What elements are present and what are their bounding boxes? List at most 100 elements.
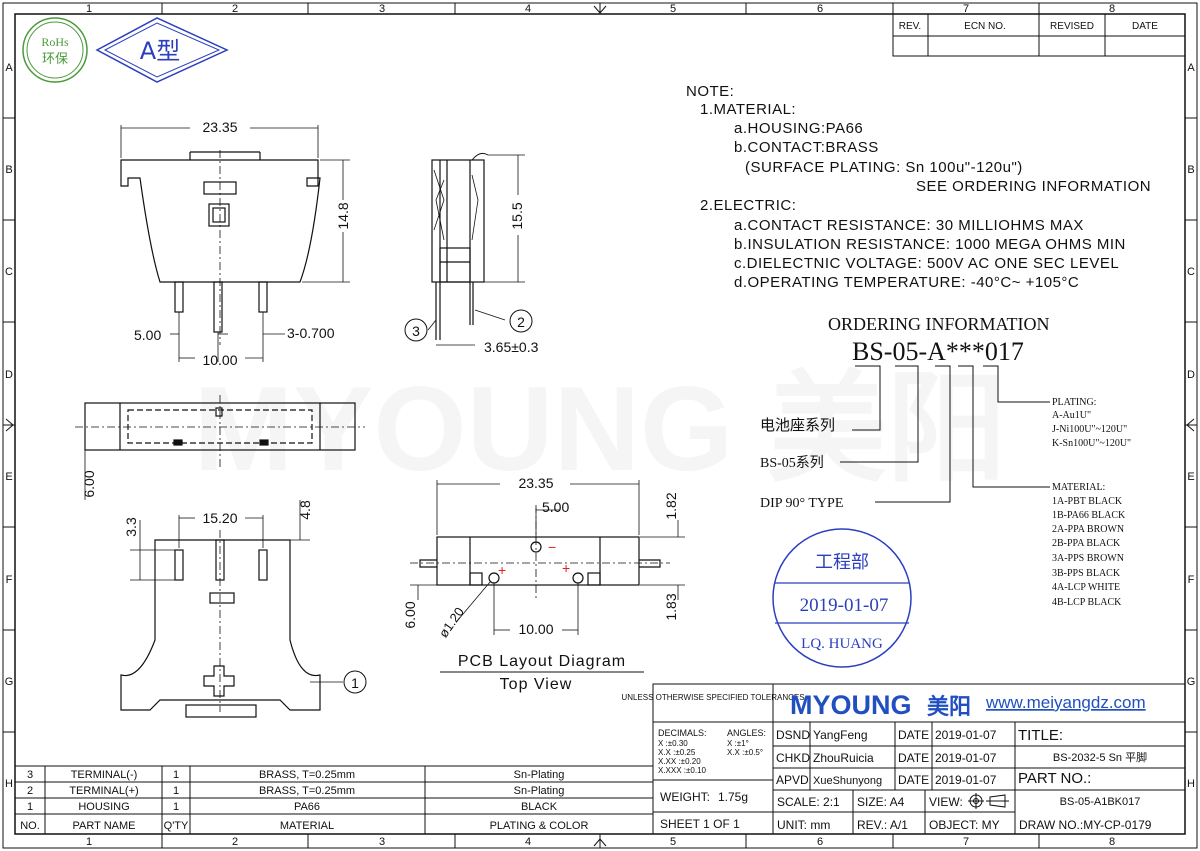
part-no-label: PART NO.: xyxy=(1018,770,1091,787)
plating-option: J-Ni100U"~120U" xyxy=(1052,424,1127,435)
note-line: a.CONTACT RESISTANCE: 30 MILLIOHMS MAX xyxy=(734,217,1084,234)
dim-pcb-top: 1.82 xyxy=(663,492,679,519)
row-label: G xyxy=(5,676,14,688)
bom-cell: 1 xyxy=(27,801,33,813)
callout-3 xyxy=(404,318,428,342)
title-block xyxy=(652,683,1186,835)
stamp-name: LQ. HUANG xyxy=(801,636,883,652)
type-label: A型 xyxy=(140,37,180,65)
note-line: SEE ORDERING INFORMATION xyxy=(916,178,1151,195)
revision-table xyxy=(892,13,1186,57)
material-option: 4A-LCP WHITE xyxy=(1052,582,1120,593)
bom-cell: 2 xyxy=(27,785,33,797)
col-label: 8 xyxy=(1109,3,1115,15)
ordering-code: BS-05-A***017 xyxy=(852,337,1024,366)
bom-header: Q'TY xyxy=(164,820,189,832)
svg-text:−: − xyxy=(548,539,556,555)
center-mark-icon xyxy=(593,838,607,848)
chkd-label: CHKD xyxy=(776,751,810,765)
chkd-value: ZhouRuicia xyxy=(813,751,874,765)
row-label: A xyxy=(1187,62,1195,74)
plating-option: K-Sn100U"~120U" xyxy=(1052,438,1131,449)
bom-cell: BLACK xyxy=(521,801,558,813)
row-label: C xyxy=(1187,266,1195,278)
website-link[interactable]: www.meiyangdz.com xyxy=(985,693,1146,712)
decimals-label: DECIMALS: xyxy=(658,728,707,738)
plating-option: A-Au1U" xyxy=(1052,410,1091,421)
bom-cell: BRASS, T=0.25mm xyxy=(259,769,355,781)
object-label: OBJECT: MY xyxy=(929,818,1000,832)
row-label: H xyxy=(5,778,13,790)
col-label: 4 xyxy=(525,836,531,848)
size-label: SIZE: A4 xyxy=(857,795,905,809)
col-label: 1 xyxy=(86,3,92,15)
ordering-title: ORDERING INFORMATION xyxy=(828,314,1050,334)
note-line: 2.ELECTRIC: xyxy=(700,197,796,214)
date-label: DATE xyxy=(898,751,929,765)
bom-cell: HOUSING xyxy=(78,801,129,813)
stamp-dept: 工程部 xyxy=(815,552,869,573)
side-view xyxy=(431,152,489,340)
col-label: 6 xyxy=(817,836,823,848)
dsnd-value: YangFeng xyxy=(813,728,868,742)
date-value: 2019-01-07 xyxy=(935,728,997,742)
bom-cell: TERMINAL(+) xyxy=(69,785,138,797)
row-label: H xyxy=(1187,778,1195,790)
material-option: 3A-PPS BROWN xyxy=(1052,553,1124,564)
note-line: 1.MATERIAL: xyxy=(700,101,796,118)
callout-3-label: 3 xyxy=(412,323,420,339)
series-cn-label: 电池座系列 xyxy=(760,416,835,434)
dim-pitch-left: 5.00 xyxy=(134,327,161,343)
row-label: F xyxy=(1188,574,1195,586)
row-label: C xyxy=(5,266,13,278)
callout-1-label: 1 xyxy=(351,675,359,691)
weight-label: WEIGHT: xyxy=(660,790,710,804)
tolerance-title: UNLESS OTHERWISE SPECIFIED TOLERANCES xyxy=(621,693,804,702)
part-no-value: BS-05-A1BK017 xyxy=(1060,796,1141,808)
material-option: 1B-PA66 BLACK xyxy=(1052,510,1126,521)
type-badge xyxy=(95,17,229,83)
dim-side-pin: 3.65±0.3 xyxy=(484,339,539,355)
dim-bottom-depth: 6.00 xyxy=(81,470,97,497)
material-title: MATERIAL: xyxy=(1052,482,1105,493)
bom-cell: BRASS, T=0.25mm xyxy=(259,785,355,797)
dim-pin-span: 15.20 xyxy=(202,510,237,526)
bom-cell: 3 xyxy=(27,769,33,781)
top-view xyxy=(120,539,321,718)
dim-pcb-width: 23.35 xyxy=(518,475,553,491)
callout-2 xyxy=(509,309,533,333)
angle-line: X.X :±0.5° xyxy=(727,748,763,757)
material-option: 1A-PBT BLACK xyxy=(1052,496,1123,507)
decimal-line: X :±0.30 xyxy=(658,739,688,748)
bom-cell: Sn-Plating xyxy=(514,769,565,781)
col-label: 3 xyxy=(379,836,385,848)
material-option: 4B-LCP BLACK xyxy=(1052,597,1122,608)
decimal-line: X.XX :±0.20 xyxy=(658,757,701,766)
dim-pin: 3-0.700 xyxy=(287,325,335,341)
rev-label: REV.: A/1 xyxy=(857,818,908,832)
col-label: 4 xyxy=(525,3,531,15)
row-label: B xyxy=(1187,164,1194,176)
center-mark-icon xyxy=(593,3,607,14)
bom-cell: TERMINAL(-) xyxy=(71,769,138,781)
col-label: 5 xyxy=(670,3,676,15)
unit-label: UNIT: mm xyxy=(777,818,830,832)
note-line: (SURFACE PLATING: Sn 100u"-120u") xyxy=(745,159,1023,176)
col-label: 7 xyxy=(963,836,969,848)
col-label: 2 xyxy=(232,836,238,848)
row-label: D xyxy=(1187,369,1195,381)
approval-stamp xyxy=(772,528,912,668)
bom-header: PART NAME xyxy=(73,820,136,832)
weight-value: 1.75g xyxy=(718,790,748,804)
row-label: B xyxy=(5,164,12,176)
rohs-badge-inner xyxy=(26,21,84,79)
row-label: A xyxy=(5,62,13,74)
svg-text:+: + xyxy=(562,560,570,576)
decimal-line: X.XXX :±0.10 xyxy=(658,766,707,775)
view-label: VIEW: xyxy=(929,795,963,809)
bom-cell: 1 xyxy=(173,769,179,781)
note-line: b.INSULATION RESISTANCE: 1000 MEGA OHMS … xyxy=(734,236,1126,253)
row-label: G xyxy=(1187,676,1196,688)
series-label: BS-05系列 xyxy=(760,455,824,471)
